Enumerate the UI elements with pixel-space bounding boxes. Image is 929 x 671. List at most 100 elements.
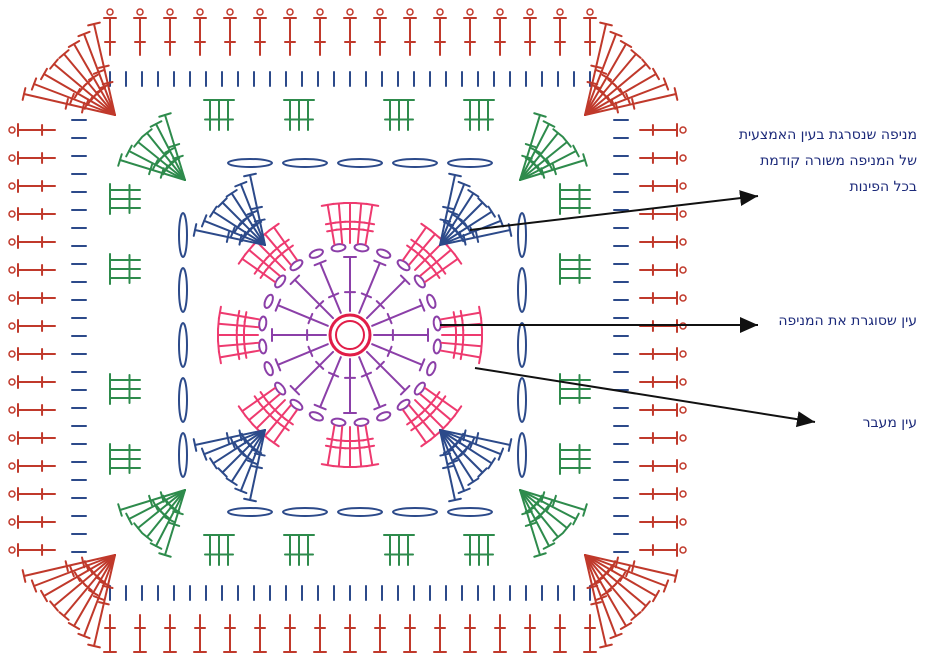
round1-chain — [263, 293, 274, 309]
round1-chain — [413, 274, 426, 289]
round1-chain — [274, 381, 287, 396]
round4-corner-stitch — [146, 132, 186, 181]
round3-corner-stitch — [439, 229, 511, 246]
round1-stitch — [365, 278, 407, 320]
round6-corner-stitch — [584, 554, 667, 587]
round1-stitch — [365, 350, 407, 392]
granny-square-chart — [8, 8, 687, 653]
round6-corner-stitch — [93, 554, 116, 647]
round3-chain — [282, 507, 328, 517]
round6-chain — [679, 434, 687, 442]
round3-corner-stitch — [439, 429, 456, 501]
round1-stitch — [319, 261, 342, 314]
round2-stitch — [263, 233, 292, 266]
round3-corner-stitch — [239, 183, 266, 246]
round3-corner-stitch — [439, 429, 466, 492]
round6-chain — [556, 8, 564, 16]
round2-stitch — [218, 349, 261, 359]
round6-corner-stitch — [584, 554, 607, 647]
round6-chain — [679, 490, 687, 498]
round2-stitch — [408, 233, 437, 266]
round6-corner-stitch — [584, 93, 677, 116]
round6-corner-stitch — [584, 33, 617, 116]
round1-chain — [258, 338, 268, 355]
round6-chain — [679, 406, 687, 414]
round1-stitch — [358, 356, 381, 409]
round6-chain — [466, 8, 474, 16]
round6-chain — [679, 182, 687, 190]
round4-corner-stitch — [519, 132, 559, 181]
round6-corner-stitch — [33, 554, 116, 587]
round2-stitch — [364, 424, 374, 467]
round4-corner-stitch — [519, 159, 586, 181]
round6-corner-stitch — [23, 554, 116, 577]
round6-chain — [679, 126, 687, 134]
round3-chain — [447, 158, 493, 168]
round6-corner-stitch — [83, 33, 116, 116]
round4-corner-stitch — [128, 150, 186, 181]
round3-corner-stitch — [212, 210, 266, 246]
round2-stitch — [402, 226, 428, 261]
round6-chain — [679, 518, 687, 526]
round6-corner-stitch — [584, 83, 667, 116]
magic-ring — [328, 313, 372, 357]
round1-stitch — [293, 278, 335, 320]
round1-chain — [396, 398, 411, 411]
round1-chain — [330, 417, 347, 427]
round6-chain — [8, 546, 16, 554]
round6-corner-stitch — [584, 43, 627, 116]
round6-chain — [166, 8, 174, 16]
round1-chain — [426, 293, 437, 309]
round6-chain — [436, 8, 444, 16]
round6-chain — [196, 8, 204, 16]
round3-corner-stitch — [439, 429, 493, 465]
round3-chain — [392, 507, 438, 517]
round2-stitch — [326, 203, 336, 246]
round4-corner-stitch — [164, 489, 186, 556]
round3-corner-stitch — [194, 429, 266, 446]
round6-chain — [679, 266, 687, 274]
round3-chain — [178, 322, 188, 368]
round2-stitch — [248, 248, 281, 277]
round6-corner-stitch — [584, 554, 647, 607]
round6-chain — [286, 8, 294, 16]
round2-stitch — [272, 409, 298, 444]
round4-corner-stitch — [137, 489, 186, 529]
round3-corner-stitch — [203, 429, 266, 456]
round2-stitch — [439, 311, 482, 321]
round6-chain — [8, 490, 16, 498]
annotation-corner-fan-line-2: של המניפה משורה קודמת — [760, 153, 917, 169]
round3-chain — [517, 377, 527, 423]
round6-chain — [8, 322, 16, 330]
round4-corner-stitch — [119, 159, 186, 181]
round1-chain — [376, 248, 392, 259]
round6-chain — [256, 8, 264, 16]
round3-chain — [227, 158, 273, 168]
round4-corner-stitch — [519, 141, 568, 181]
round3-chain — [282, 158, 328, 168]
round6-chain — [8, 462, 16, 470]
annotation-transition-chain: עין מעבר — [863, 410, 917, 436]
round6-chain — [679, 546, 687, 554]
round1-chain — [258, 315, 268, 332]
round2-stitch — [419, 248, 452, 277]
round6-chain — [8, 518, 16, 526]
round4-corner-stitch — [519, 489, 550, 547]
round4-corner-stitch — [519, 489, 568, 529]
annotation-corner-fan-line-1: מניפה שנסרגת בעין האמצעית — [738, 127, 917, 143]
round2-stitch — [272, 226, 298, 261]
round6-chain — [8, 210, 16, 218]
annotation-closing-chain: עין שסוגרת את המניפה — [778, 308, 917, 334]
round3-corner-stitch — [439, 174, 456, 246]
round3-corner-stitch — [221, 201, 266, 246]
round4-corner-stitch — [164, 114, 186, 181]
round2-stitch — [356, 202, 363, 245]
round6-chain — [679, 378, 687, 386]
round2-stitch — [337, 425, 344, 468]
round3-chain — [178, 267, 188, 313]
round3-corner-stitch — [249, 174, 266, 246]
annotation-corner-fan-line-3: בכל הפינות — [849, 179, 917, 195]
round4-corner-stitch — [519, 489, 586, 511]
round4-corner-stitch — [519, 489, 559, 538]
round1-chain — [289, 259, 304, 272]
